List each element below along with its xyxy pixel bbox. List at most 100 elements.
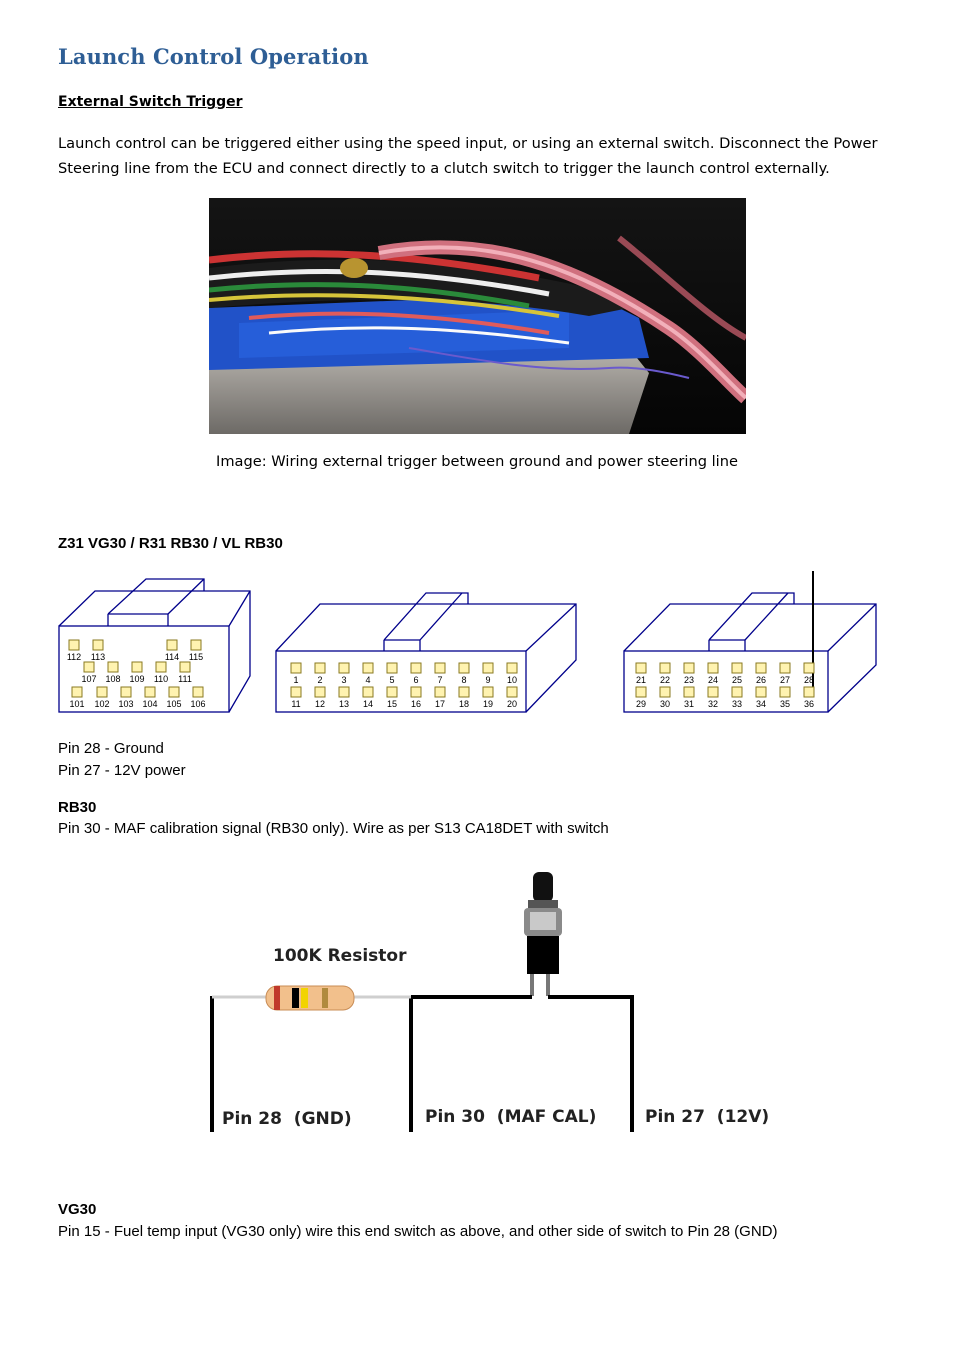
- pin-112: [68, 639, 80, 651]
- pin-1: [290, 662, 302, 674]
- pin-list: Pin 28 - Ground Pin 27 - 12V power: [58, 738, 186, 782]
- pin-27: [779, 662, 791, 674]
- pin-14: [362, 686, 374, 698]
- pin-27-label: 27: [780, 675, 790, 685]
- pin-28-label: 28: [804, 675, 814, 685]
- pin-28: [803, 662, 815, 674]
- connector-right-outline: [623, 592, 877, 713]
- pin-33-label: 33: [732, 699, 742, 709]
- pin-111-label: 111: [178, 674, 192, 684]
- pin-106: [192, 686, 204, 698]
- pin-23: [683, 662, 695, 674]
- pin-15: [386, 686, 398, 698]
- pin-104: [144, 686, 156, 698]
- pin-103-label: 103: [118, 699, 133, 709]
- rb30-heading: RB30: [58, 799, 97, 816]
- photo-caption: Image: Wiring external trigger between g…: [216, 453, 738, 470]
- pin-8: [458, 662, 470, 674]
- pin-7-label: 7: [437, 675, 442, 685]
- pin-10-label: 10: [507, 675, 517, 685]
- pin-109: [131, 661, 143, 673]
- pin-2: [314, 662, 326, 674]
- pin-107-label: 107: [81, 674, 96, 684]
- pin-110: [155, 661, 167, 673]
- pin-10: [506, 662, 518, 674]
- pin-112-label: 112: [67, 652, 81, 662]
- pin-25-label: 25: [732, 675, 742, 685]
- pin-4-label: 4: [365, 675, 370, 685]
- pin-35: [779, 686, 791, 698]
- pin-16-label: 16: [411, 699, 421, 709]
- wiring-diagram: 100K Resistor Pin 28 (GND) Pin 30 (MAF C…: [0, 860, 954, 1150]
- pin-4: [362, 662, 374, 674]
- pin-15-label: 15: [387, 699, 397, 709]
- pin-18: [458, 686, 470, 698]
- pin-30: [659, 686, 671, 698]
- pin-9-label: 9: [485, 675, 490, 685]
- wiring-lines: [210, 995, 634, 1132]
- pin-23-label: 23: [684, 675, 694, 685]
- pin-34: [755, 686, 767, 698]
- pin-12-label: 12: [315, 699, 325, 709]
- push-switch-icon: [524, 872, 562, 996]
- connector-middle-outline: [275, 592, 577, 713]
- model-heading: Z31 VG30 / R31 RB30 / VL RB30: [58, 535, 283, 552]
- pin-32: [707, 686, 719, 698]
- pin-3-label: 3: [341, 675, 346, 685]
- pin-21: [635, 662, 647, 674]
- pin-12: [314, 686, 326, 698]
- pin-101-label: 101: [69, 699, 84, 709]
- pin-28-line: Pin 28 - Ground: [58, 740, 164, 757]
- pin-22-label: 22: [660, 675, 670, 685]
- pin-7: [434, 662, 446, 674]
- page-title: Launch Control Operation: [58, 44, 369, 69]
- pin-27-label: Pin 27 (12V): [645, 1107, 769, 1127]
- pin-115: [190, 639, 202, 651]
- pin-108-label: 108: [105, 674, 120, 684]
- pin-33: [731, 686, 743, 698]
- vg30-heading: VG30: [58, 1201, 97, 1218]
- pin-29: [635, 686, 647, 698]
- pin-107: [83, 661, 95, 673]
- pin-25: [731, 662, 743, 674]
- wiring-photo-illustration: [209, 198, 746, 434]
- pin-30-label: Pin 30 (MAF CAL): [425, 1107, 596, 1127]
- pin-36: [803, 686, 815, 698]
- pin-14-label: 14: [363, 699, 373, 709]
- rb30-text: Pin 30 - MAF calibration signal (RB30 on…: [58, 820, 609, 837]
- pin-17-label: 17: [435, 699, 445, 709]
- pin-31-label: 31: [684, 699, 694, 709]
- pin-30-label: 30: [660, 699, 670, 709]
- pin-113: [92, 639, 104, 651]
- pin-103: [120, 686, 132, 698]
- pin-35-label: 35: [780, 699, 790, 709]
- section-subheading: External Switch Trigger: [58, 94, 243, 110]
- wiring-photo: [209, 198, 746, 434]
- pin-108: [107, 661, 119, 673]
- pin-24: [707, 662, 719, 674]
- pin-110-label: 110: [154, 674, 168, 684]
- wiring-diagram-svg: 100K Resistor Pin 28 (GND) Pin 30 (MAF C…: [210, 872, 769, 1132]
- intro-paragraph: Launch control can be triggered either u…: [58, 135, 878, 177]
- pin-2-label: 2: [317, 675, 322, 685]
- pin-18-label: 18: [459, 699, 469, 709]
- pin-26: [755, 662, 767, 674]
- pin-106-label: 106: [190, 699, 205, 709]
- pin-19-label: 19: [483, 699, 493, 709]
- vg30-text: Pin 15 - Fuel temp input (VG30 only) wir…: [58, 1223, 778, 1240]
- pin-11-label: 11: [291, 699, 300, 709]
- pin-8-label: 8: [461, 675, 466, 685]
- pin-5-label: 5: [389, 675, 394, 685]
- pin-114-label: 114: [165, 652, 179, 662]
- pin-24-label: 24: [708, 675, 718, 685]
- pin-21-label: 21: [636, 675, 646, 685]
- pin-16: [410, 686, 422, 698]
- pin-19: [482, 686, 494, 698]
- pin-109-label: 109: [129, 674, 144, 684]
- resistor-icon: [265, 985, 355, 1011]
- pin-104-label: 104: [142, 699, 157, 709]
- pin-114: [166, 639, 178, 651]
- pin-6-label: 6: [413, 675, 418, 685]
- pin-113-label: 113: [91, 652, 105, 662]
